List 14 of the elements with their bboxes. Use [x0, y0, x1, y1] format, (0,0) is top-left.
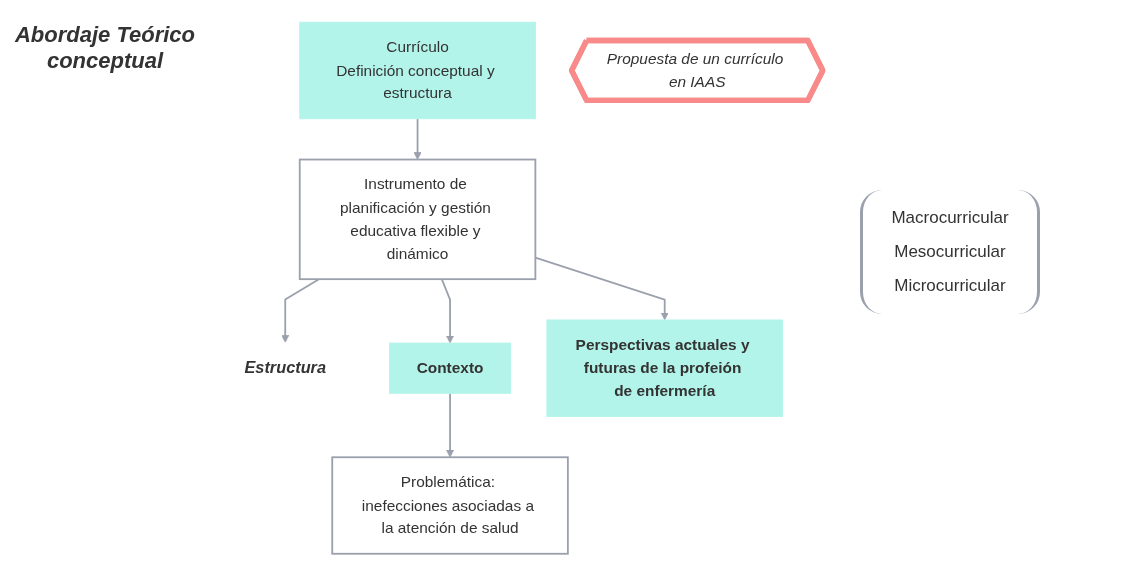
diagram-title: Abordaje Teórico conceptual [13, 22, 197, 74]
arrow [281, 278, 320, 343]
node-box: Instrumento de planificación y gestión educativa flexible y dinámico [298, 158, 537, 281]
node-box: Perspectivas actuales y futuras de la profeión de enfermería [546, 319, 783, 417]
structure-level-label: Mesocurricular [894, 242, 1006, 262]
node-box: Problemática: inefecciones asociadas a la atención de salud [331, 456, 569, 555]
structure-level-label: Microcurricular [894, 276, 1006, 296]
node-box: Currículo Definición conceptual y estructura [299, 21, 536, 120]
node-text: Estructura [244, 358, 327, 377]
structure-level-label: Macrocurricular [891, 208, 1009, 228]
arrow [440, 278, 455, 344]
arrow [413, 117, 422, 160]
node-box: Contexto [389, 342, 512, 394]
arrow [446, 392, 455, 458]
